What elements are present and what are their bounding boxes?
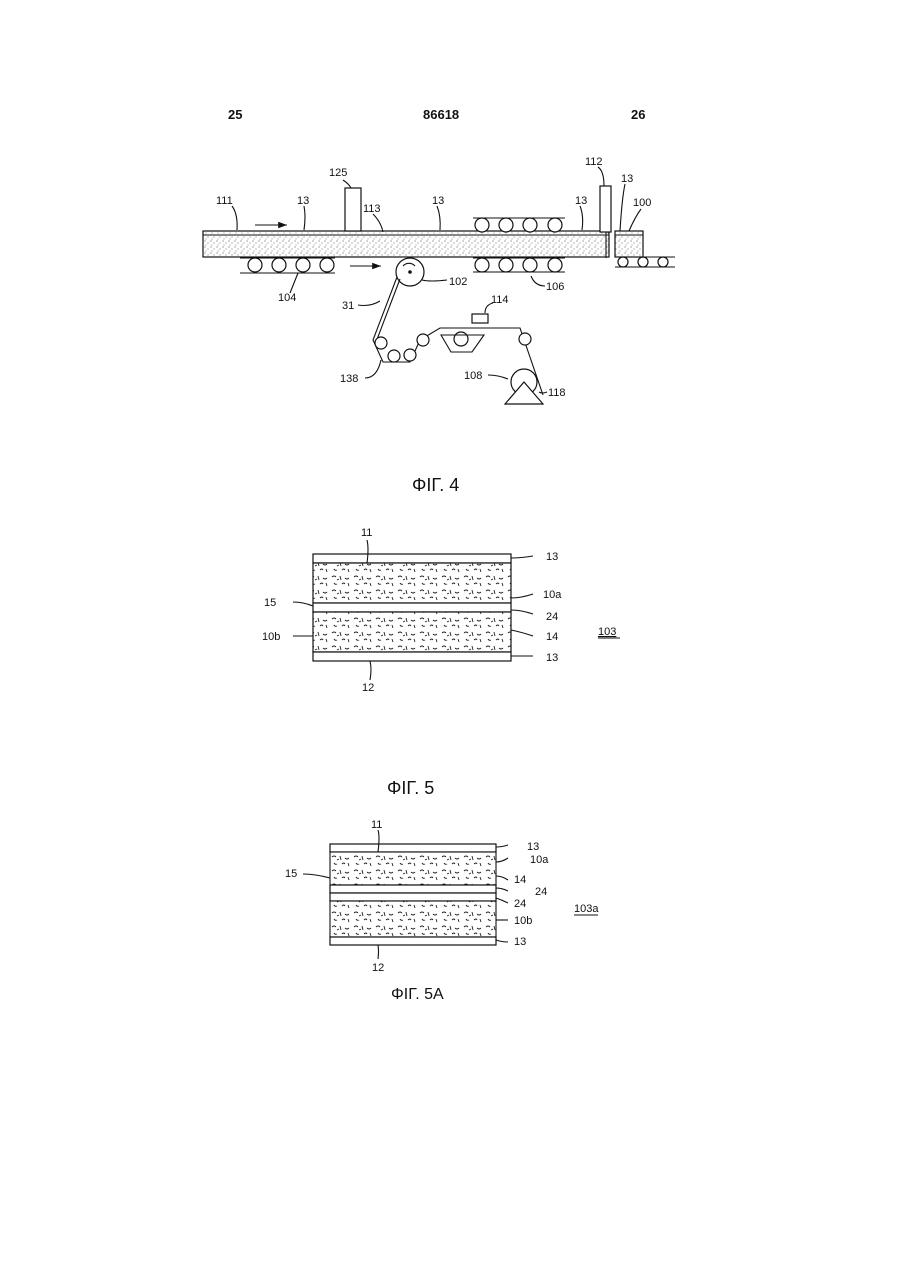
fig5a-reference-103a: 103a (574, 903, 599, 915)
layer-13-top (313, 554, 511, 563)
upper-conveyor (473, 218, 565, 232)
left-page-number: 25 (228, 107, 242, 122)
fig5-label-11: 11 (361, 527, 372, 539)
label-108: 108 (464, 370, 482, 382)
fig5a-label-13-bottom: 13 (514, 936, 526, 948)
exit-conveyor (615, 257, 675, 267)
fig5-reference-103: 103 (598, 626, 616, 638)
coater-114 (472, 314, 488, 323)
label-138: 138 (340, 373, 358, 385)
fig5-label-13-bottom: 13 (546, 652, 558, 664)
layer-10b (313, 612, 511, 652)
fig5-label-13-top: 13 (546, 551, 558, 563)
conveyor-106 (473, 258, 565, 272)
label-111: 111 (216, 195, 233, 207)
figure-5a: 11 13 15 10a 14 24 24 10b 13 12 103a ΦΙΓ… (285, 819, 599, 1003)
fig5a-label-13-top: 13 (527, 841, 539, 853)
layer-10b-5a (330, 901, 496, 937)
label-104: 104 (278, 292, 296, 304)
fig5a-label-11: 11 (371, 819, 382, 831)
label-13-middle: 13 (432, 195, 444, 207)
cutter-112 (600, 186, 611, 232)
station-125 (345, 188, 361, 231)
fig5-label-10b: 10b (262, 631, 280, 643)
fig5-label-14: 14 (546, 631, 558, 643)
label-114: 114 (491, 294, 509, 306)
label-112: 112 (585, 156, 603, 168)
layer-24 (313, 603, 511, 612)
layer-13-bottom-5a (330, 937, 496, 945)
roll-102 (396, 258, 424, 286)
label-113: 113 (363, 203, 381, 215)
fig5a-label-24-lower: 24 (514, 898, 526, 910)
fig5a-label-10b: 10b (514, 915, 532, 927)
fig5-label-24: 24 (546, 611, 558, 623)
figure-5-caption: ΦΙΓ. 5 (387, 778, 434, 798)
layer-13-top-5a (330, 844, 496, 852)
layer-10a-5a (330, 852, 496, 885)
right-page-number: 26 (631, 107, 645, 122)
label-13-left: 13 (297, 195, 309, 207)
fig5a-label-10a: 10a (530, 854, 549, 866)
figure-5a-caption: ΦΙΓ. 5A (391, 986, 444, 1003)
layer-24b-5a (330, 893, 496, 901)
label-118: 118 (548, 387, 566, 399)
fig5a-label-15: 15 (285, 868, 297, 880)
label-13-center-right: 13 (575, 195, 587, 207)
fig5a-label-12: 12 (372, 962, 384, 974)
patent-number: 86618 (423, 107, 459, 122)
label-100: 100 (633, 197, 651, 209)
label-31: 31 (342, 300, 354, 312)
layer-10a (313, 563, 511, 603)
fig5-label-12: 12 (362, 682, 374, 694)
figure-4-caption: ΦΙΓ. 4 (412, 475, 459, 495)
fig5-label-10a: 10a (543, 589, 562, 601)
conveyor-104 (240, 258, 335, 273)
layer-24a-5a (330, 885, 496, 893)
layer-13-bottom (313, 652, 511, 661)
figure-5: 11 13 15 10a 24 10b 14 13 12 103 ΦΙΓ. 5 (262, 527, 620, 798)
label-125: 125 (329, 167, 347, 179)
page-header: 25 86618 26 (228, 107, 645, 122)
fig5a-label-14: 14 (514, 874, 526, 886)
fig5a-label-24-upper: 24 (535, 886, 547, 898)
label-106: 106 (546, 281, 564, 293)
figure-4: 125 112 13 111 13 113 13 13 100 102 104 … (203, 156, 675, 495)
label-13-right: 13 (621, 173, 633, 185)
label-102: 102 (449, 276, 467, 288)
stand-118 (505, 382, 543, 404)
fig5-label-15: 15 (264, 597, 276, 609)
